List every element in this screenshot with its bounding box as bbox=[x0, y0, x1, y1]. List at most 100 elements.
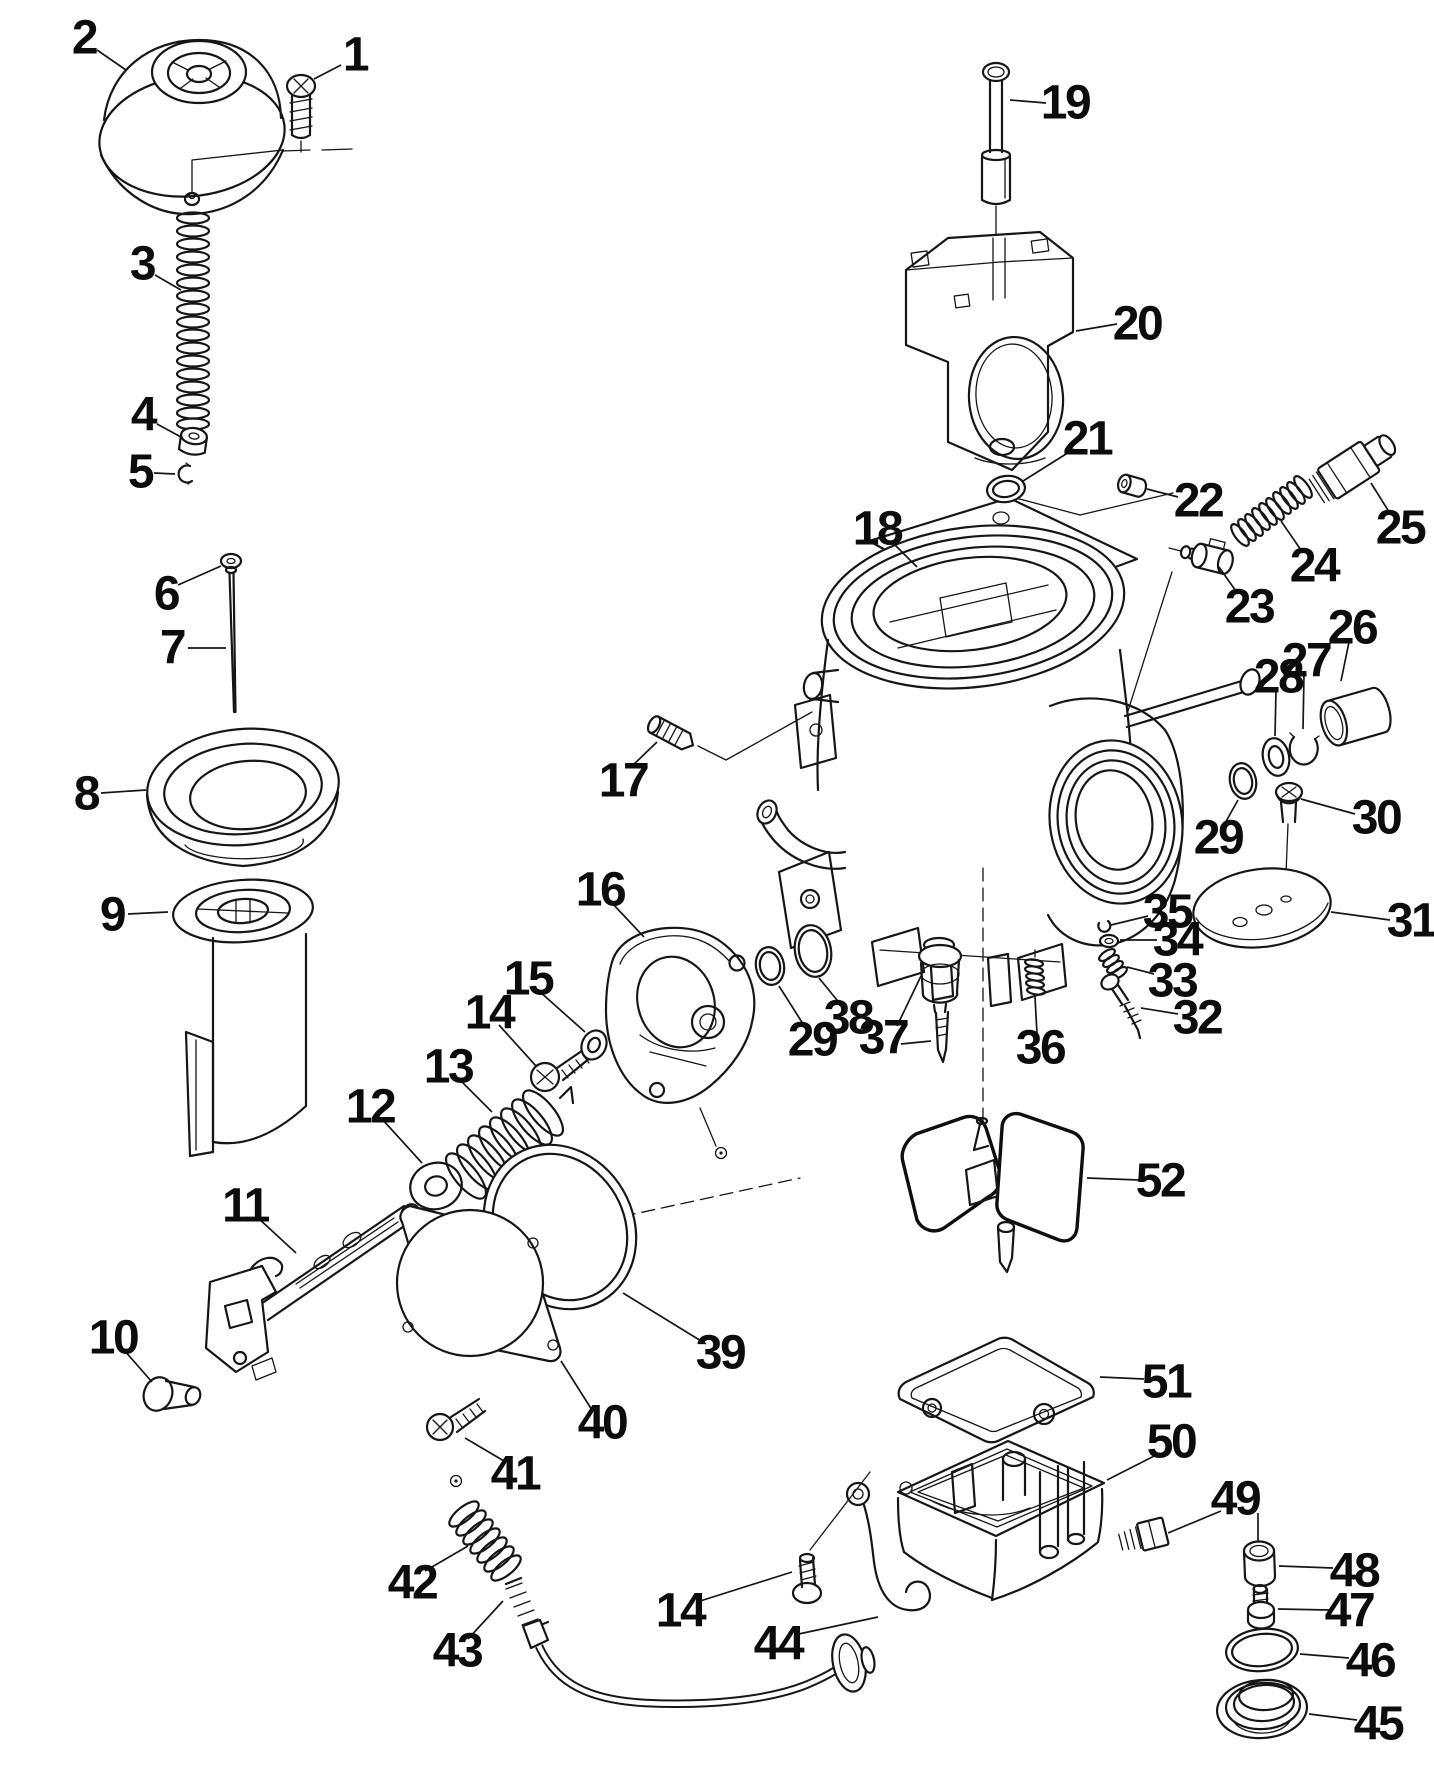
leader-line-52 bbox=[1086, 1177, 1140, 1181]
assembly-axis-lines bbox=[504, 492, 1174, 1243]
callout-number-17: 17 bbox=[599, 755, 648, 808]
part-46-o-ring-bottom bbox=[1225, 1627, 1299, 1673]
leader-line-1 bbox=[313, 64, 342, 80]
leader-line-38 bbox=[818, 977, 842, 1006]
leader-line-48 bbox=[1278, 1565, 1334, 1569]
callout-number-37: 37 bbox=[859, 1012, 908, 1065]
callout-number-29: 29 bbox=[788, 1014, 837, 1067]
callout-number-30: 30 bbox=[1352, 792, 1401, 845]
part-10-shaft-plug bbox=[142, 1376, 202, 1412]
leader-line-4 bbox=[156, 423, 182, 438]
part-2-diaphragm-cover bbox=[98, 38, 353, 216]
callout-number-5: 5 bbox=[128, 446, 154, 499]
part-50-float-bowl bbox=[896, 1439, 1106, 1602]
leader-line-29 bbox=[1223, 799, 1239, 826]
leader-line-33 bbox=[1126, 966, 1155, 975]
callout-number-14: 14 bbox=[465, 987, 516, 1040]
callout-layer: 1234567891011121314151617181920212223242… bbox=[72, 12, 1434, 1751]
callout-number-18: 18 bbox=[853, 503, 903, 556]
leader-line-46 bbox=[1299, 1653, 1350, 1659]
callout-number-31: 31 bbox=[1387, 895, 1434, 948]
callout-number-14: 14 bbox=[656, 1585, 707, 1638]
part-14-bowl-screw-lower bbox=[791, 1471, 871, 1605]
callout-number-10: 10 bbox=[89, 1312, 138, 1365]
callout-number-12: 12 bbox=[346, 1081, 395, 1134]
leader-line-36 bbox=[1034, 996, 1038, 1035]
leader-line-45 bbox=[1308, 1713, 1358, 1721]
part-7-jet-needle bbox=[224, 565, 238, 714]
leader-line-18 bbox=[890, 540, 918, 568]
leader-line-21 bbox=[1022, 448, 1075, 482]
leader-line-3 bbox=[154, 274, 182, 291]
leader-line-28 bbox=[1274, 689, 1277, 737]
callout-number-33: 33 bbox=[1148, 955, 1197, 1008]
callout-number-23: 23 bbox=[1225, 581, 1274, 634]
callout-number-1: 1 bbox=[343, 29, 369, 82]
part-29-seal-right bbox=[1228, 762, 1258, 800]
leader-line-37 bbox=[900, 1040, 932, 1045]
leader-line-27 bbox=[1302, 673, 1305, 730]
callout-number-20: 20 bbox=[1113, 298, 1162, 351]
leader-line-24 bbox=[1280, 520, 1304, 554]
leader-line-47 bbox=[1277, 1608, 1330, 1611]
leader-line-14 bbox=[696, 1571, 793, 1603]
leader-line-40 bbox=[560, 1360, 593, 1411]
part-37-needle-valve-assembly bbox=[917, 936, 963, 1064]
leader-line-44 bbox=[793, 1616, 879, 1636]
leader-line-42 bbox=[424, 1545, 469, 1572]
leader-line-26 bbox=[1340, 641, 1350, 682]
callout-number-50: 50 bbox=[1147, 1416, 1196, 1469]
part-48-plug-cap bbox=[1242, 1540, 1277, 1588]
part-26-spacer-sleeve bbox=[1319, 686, 1392, 747]
callout-number-21: 21 bbox=[1063, 413, 1113, 466]
leader-line-23 bbox=[1218, 566, 1239, 595]
leader-line-51 bbox=[1099, 1376, 1145, 1380]
callout-number-49: 49 bbox=[1211, 1473, 1260, 1526]
callout-number-8: 8 bbox=[74, 768, 100, 821]
part-21-o-ring bbox=[985, 474, 1027, 504]
leader-line-41 bbox=[464, 1437, 505, 1462]
leader-line-32 bbox=[1140, 1007, 1179, 1015]
leader-line-30 bbox=[1300, 798, 1356, 815]
part-17-set-screw bbox=[646, 711, 813, 761]
callout-number-19: 19 bbox=[1041, 77, 1090, 130]
leader-line-31 bbox=[1330, 911, 1391, 921]
callout-number-35: 35 bbox=[1143, 886, 1193, 939]
leader-line-13 bbox=[458, 1078, 493, 1113]
callout-number-6: 6 bbox=[154, 568, 179, 621]
callout-number-41: 41 bbox=[491, 1448, 541, 1501]
part-18-carburetor-body bbox=[756, 314, 1261, 1008]
leader-line-22 bbox=[1146, 488, 1179, 498]
part-29-seal-mid bbox=[754, 946, 786, 986]
callout-number-42: 42 bbox=[388, 1557, 437, 1610]
callout-number-43: 43 bbox=[433, 1625, 482, 1678]
part-31-diaphragm-plate bbox=[1192, 867, 1332, 949]
callout-number-15: 15 bbox=[504, 953, 554, 1006]
leader-line-14 bbox=[498, 1024, 537, 1067]
callout-number-4: 4 bbox=[131, 389, 158, 442]
part-42-throttle-spring bbox=[448, 1474, 522, 1582]
callout-number-34: 34 bbox=[1153, 914, 1204, 967]
part-27-c-clip bbox=[1288, 732, 1320, 766]
part-32-pilot-screw bbox=[1100, 973, 1142, 1040]
callout-number-2: 2 bbox=[72, 12, 97, 65]
part-51-bowl-gasket bbox=[897, 1336, 1095, 1444]
callout-number-25: 25 bbox=[1376, 502, 1426, 555]
part-45-drain-plug-cap bbox=[1215, 1678, 1309, 1740]
callout-number-22: 22 bbox=[1174, 475, 1223, 528]
part-43-throttle-cable bbox=[504, 1576, 876, 1708]
part-3-slide-spring bbox=[175, 211, 211, 431]
callout-number-36: 36 bbox=[1016, 1022, 1065, 1075]
part-28-washer bbox=[1261, 737, 1291, 777]
leader-line-29 bbox=[778, 985, 806, 1028]
part-36-spring-plunger bbox=[1023, 949, 1047, 996]
leader-line-8 bbox=[100, 789, 147, 794]
part-9-vacuum-slide bbox=[172, 878, 314, 1158]
callout-number-9: 9 bbox=[100, 889, 125, 942]
leader-line-2 bbox=[96, 49, 127, 71]
part-25-cable-adjuster bbox=[1308, 434, 1397, 504]
callout-number-46: 46 bbox=[1346, 1635, 1395, 1688]
leader-line-5 bbox=[153, 472, 176, 475]
leader-line-16 bbox=[610, 901, 645, 938]
